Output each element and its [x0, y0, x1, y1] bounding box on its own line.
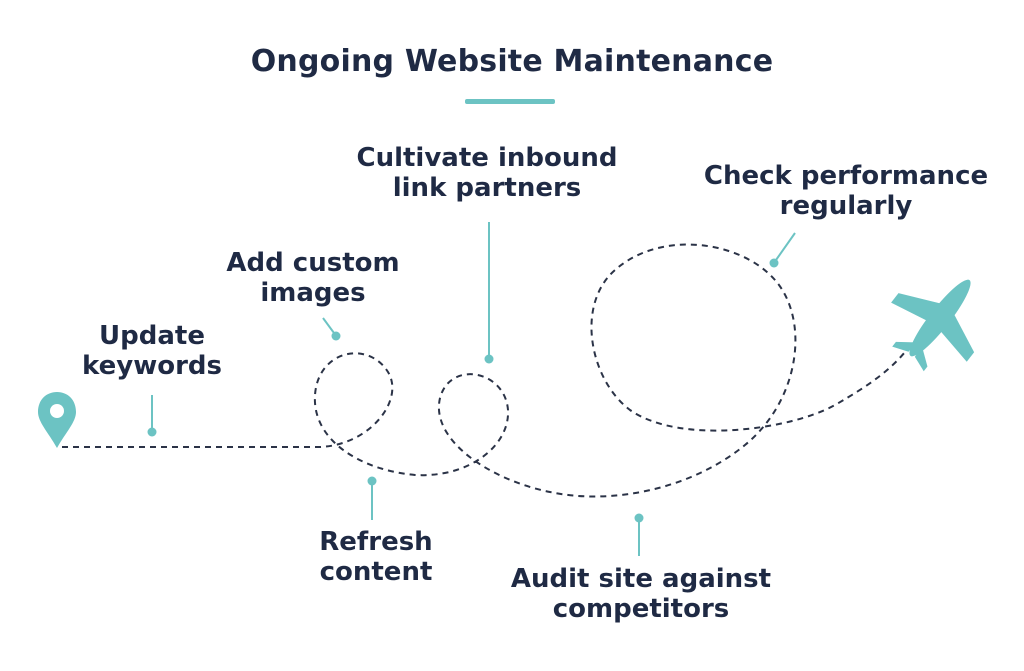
connector-audit-site-against-competitors	[634, 513, 644, 556]
step-label-refresh-content: Refresh content	[319, 527, 433, 587]
airplane-icon	[891, 279, 975, 372]
connector-refresh-content	[367, 476, 377, 520]
step-label-cultivate-inbound-link-partners: Cultivate inbound link partners	[356, 143, 618, 203]
page-title: Ongoing Website Maintenance	[250, 44, 774, 79]
dashed-journey-path	[62, 243, 906, 498]
step-label-check-performance-regularly: Check performance regularly	[703, 161, 989, 221]
step-label-audit-site-against-competitors: Audit site against competitors	[510, 564, 772, 624]
connector-add-custom-images	[322, 317, 341, 341]
map-pin-icon	[38, 392, 76, 448]
step-label-add-custom-images: Add custom images	[226, 248, 400, 308]
connector-cultivate-inbound-link-partners	[484, 222, 494, 364]
connector-update-keywords	[147, 395, 157, 437]
title-underline	[465, 99, 555, 104]
connector-check-performance-regularly	[769, 232, 796, 268]
step-label-update-keywords: Update keywords	[82, 321, 222, 381]
